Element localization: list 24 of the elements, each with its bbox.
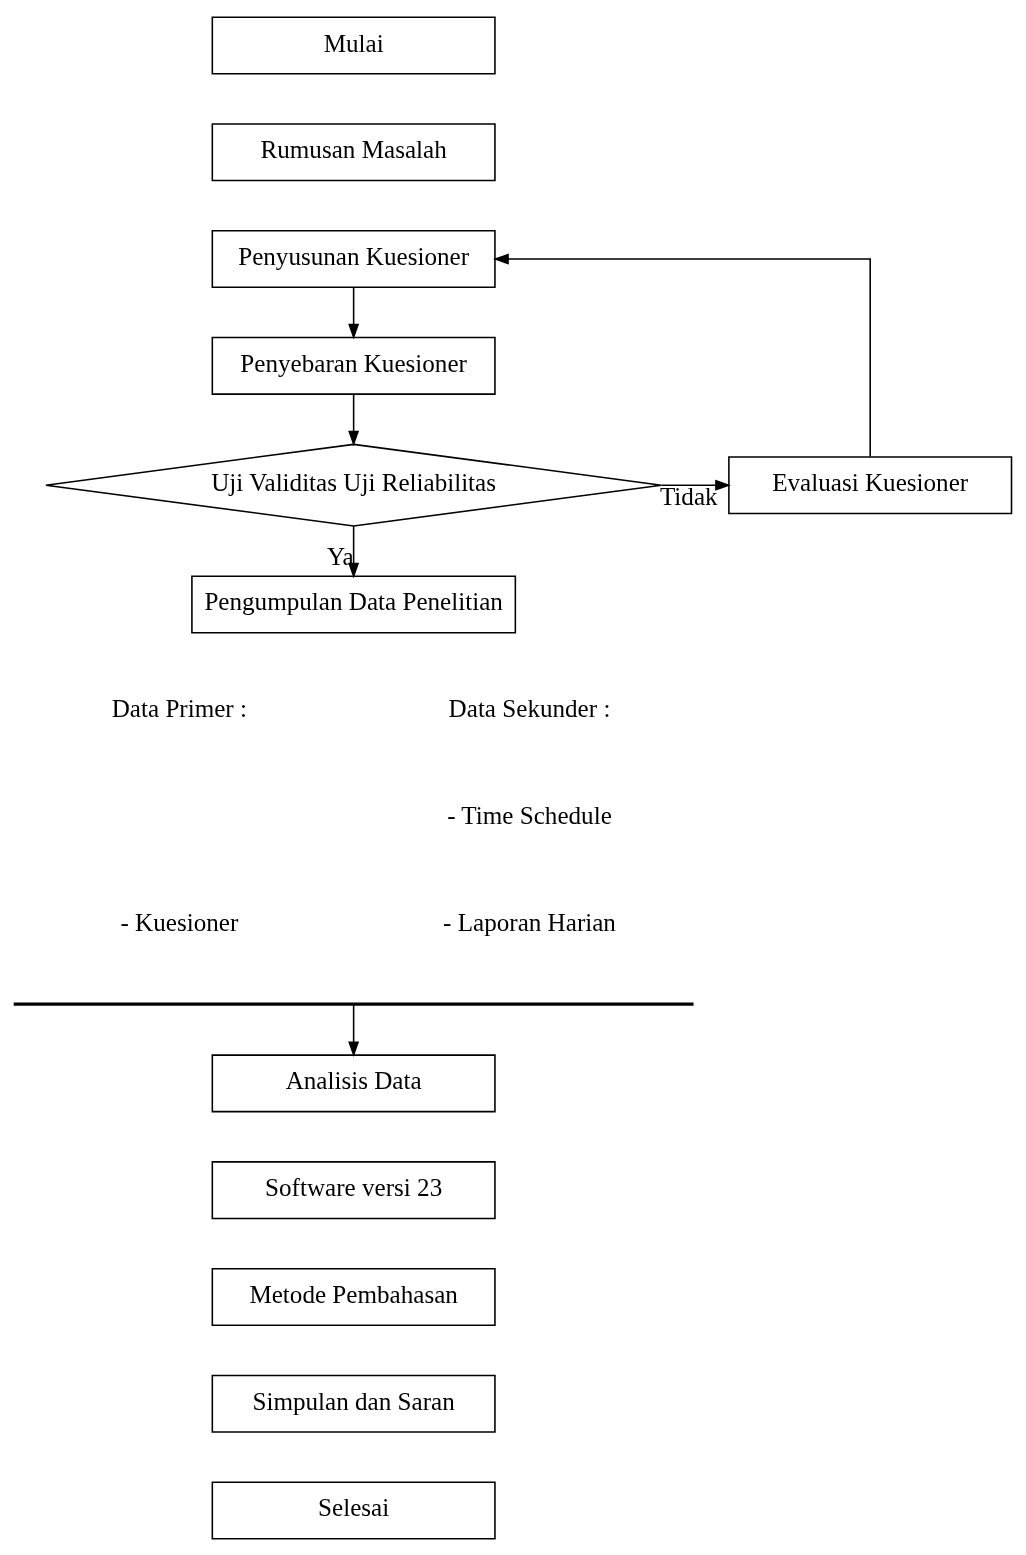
label: Data Primer : <box>111 694 247 722</box>
node-box: Analisis Data <box>211 1053 496 1112</box>
node-box: Penyebaran Kuesioner <box>211 336 496 395</box>
arrow <box>493 253 871 457</box>
node-box: Mulai <box>211 16 496 75</box>
label: - Laporan Harian <box>443 908 616 936</box>
arrow <box>348 392 360 446</box>
arrow <box>660 479 731 491</box>
node-box: Penyusunan Kuesioner <box>211 229 496 288</box>
node-box: Software versi 23 <box>211 1160 496 1219</box>
label: Data Sekunder : <box>448 694 611 722</box>
node-box: Simpulan dan Saran <box>211 1374 496 1433</box>
label: - Time Schedule <box>447 801 612 829</box>
arrow <box>348 1003 360 1057</box>
edge-label: Ya <box>326 542 354 570</box>
arrow <box>348 524 360 579</box>
node-box: Metode Pembahasan <box>211 1267 496 1326</box>
label: - Kuesioner <box>120 908 239 936</box>
node-box: Evaluasi Kuesioner <box>728 455 1013 514</box>
node-bar <box>13 1002 694 1006</box>
node-box: Pengumpulan Data Penelitian <box>191 574 517 634</box>
node-box: Selesai <box>211 1480 496 1539</box>
node-box: Rumusan Masalah <box>211 122 496 181</box>
arrow <box>348 286 360 340</box>
